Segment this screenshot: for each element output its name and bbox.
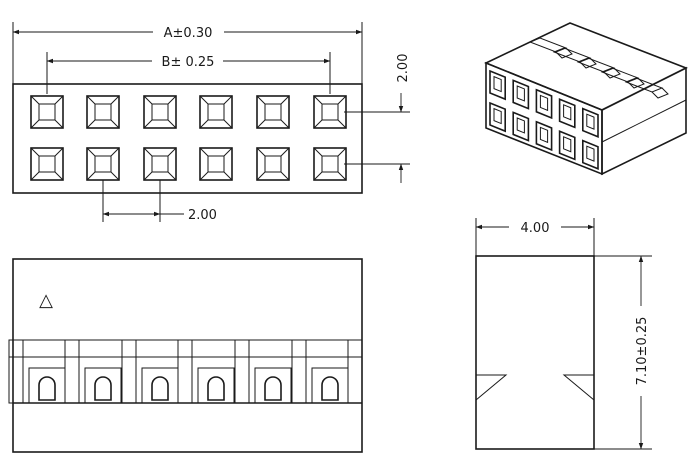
dimension-pin-pitch: 2.00 — [102, 180, 217, 223]
iso-cavity-inner — [493, 107, 502, 125]
iso-cavity — [489, 101, 506, 133]
iso-cavity-inner — [586, 145, 595, 162]
dimension-side-height-label: 7.10±0.25 — [635, 317, 650, 386]
iso-slot-latch — [579, 57, 597, 69]
top-view-body — [12, 83, 363, 194]
pin-cavity — [86, 95, 120, 129]
iso-cavity-inner — [516, 117, 525, 134]
iso-front-cavities — [489, 69, 599, 170]
top-view: A±0.30 B± 0.25 2.00 2.00 — [12, 22, 411, 223]
iso-cavity — [582, 139, 599, 170]
iso-cavity — [582, 107, 599, 138]
pin-cavity — [143, 95, 177, 129]
side-view-body — [475, 255, 595, 450]
pin-cavity — [313, 95, 347, 129]
dimension-a: A±0.30 — [12, 22, 363, 84]
pin-cavity — [256, 147, 290, 181]
iso-cavity — [535, 120, 553, 152]
iso-slot-latch — [603, 67, 621, 79]
side-latch-right — [562, 374, 595, 401]
iso-top-face — [484, 22, 688, 111]
front-contact — [177, 339, 235, 404]
dimension-row-pitch: 2.00 — [344, 54, 411, 183]
side-view: 4.00 7.10±0.25 — [475, 218, 652, 450]
pin-cavity — [86, 147, 120, 181]
front-contact — [64, 339, 122, 404]
iso-cavity-inner — [563, 136, 572, 153]
dimension-row-pitch-label: 2.00 — [396, 54, 411, 83]
iso-cavity — [489, 69, 506, 101]
iso-cavity — [558, 130, 576, 161]
dimension-side-width: 4.00 — [475, 218, 595, 256]
iso-slot-latch — [627, 77, 645, 89]
iso-slot — [528, 37, 568, 53]
pin-cavity-grid — [30, 95, 347, 181]
pin-cavity — [143, 147, 177, 181]
front-contact-row — [8, 339, 363, 404]
iso-cavity-inner — [493, 75, 502, 93]
dimension-side-height: 7.10±0.25 — [594, 255, 652, 450]
iso-cavity-inner — [563, 104, 572, 121]
front-contact — [291, 339, 349, 404]
iso-slot-latch — [555, 47, 573, 59]
iso-cavity — [535, 88, 553, 120]
dimension-a-label: A±0.30 — [164, 26, 213, 41]
iso-cavity-inner — [516, 85, 525, 102]
front-contact — [8, 339, 66, 404]
front-contact — [121, 339, 179, 404]
iso-cavity — [512, 111, 530, 142]
side-latch-left — [475, 374, 508, 401]
pin-cavity — [313, 147, 347, 181]
dimension-b: B± 0.25 — [46, 52, 331, 94]
iso-cavity-inner — [539, 94, 549, 112]
iso-slot-latch — [651, 87, 669, 99]
polarity-mark: △ — [39, 290, 53, 311]
isometric-view — [484, 22, 688, 176]
iso-top-slots — [528, 37, 669, 99]
iso-cavity-inner — [586, 113, 595, 130]
iso-cavity — [558, 98, 576, 129]
front-contact — [234, 339, 292, 404]
dimension-pin-pitch-label: 2.00 — [188, 208, 217, 223]
dimension-side-width-label: 4.00 — [521, 221, 550, 236]
iso-cavity-inner — [539, 126, 549, 144]
pin-cavity — [199, 147, 233, 181]
pin-cavity — [30, 147, 64, 181]
pin-cavity — [256, 95, 290, 129]
iso-cavity — [512, 79, 530, 110]
front-contact-end — [347, 339, 363, 404]
dimension-b-label: B± 0.25 — [162, 55, 215, 70]
pin-cavity — [30, 95, 64, 129]
front-view: △ — [8, 258, 363, 453]
pin-cavity — [199, 95, 233, 129]
iso-front-face — [485, 61, 603, 176]
